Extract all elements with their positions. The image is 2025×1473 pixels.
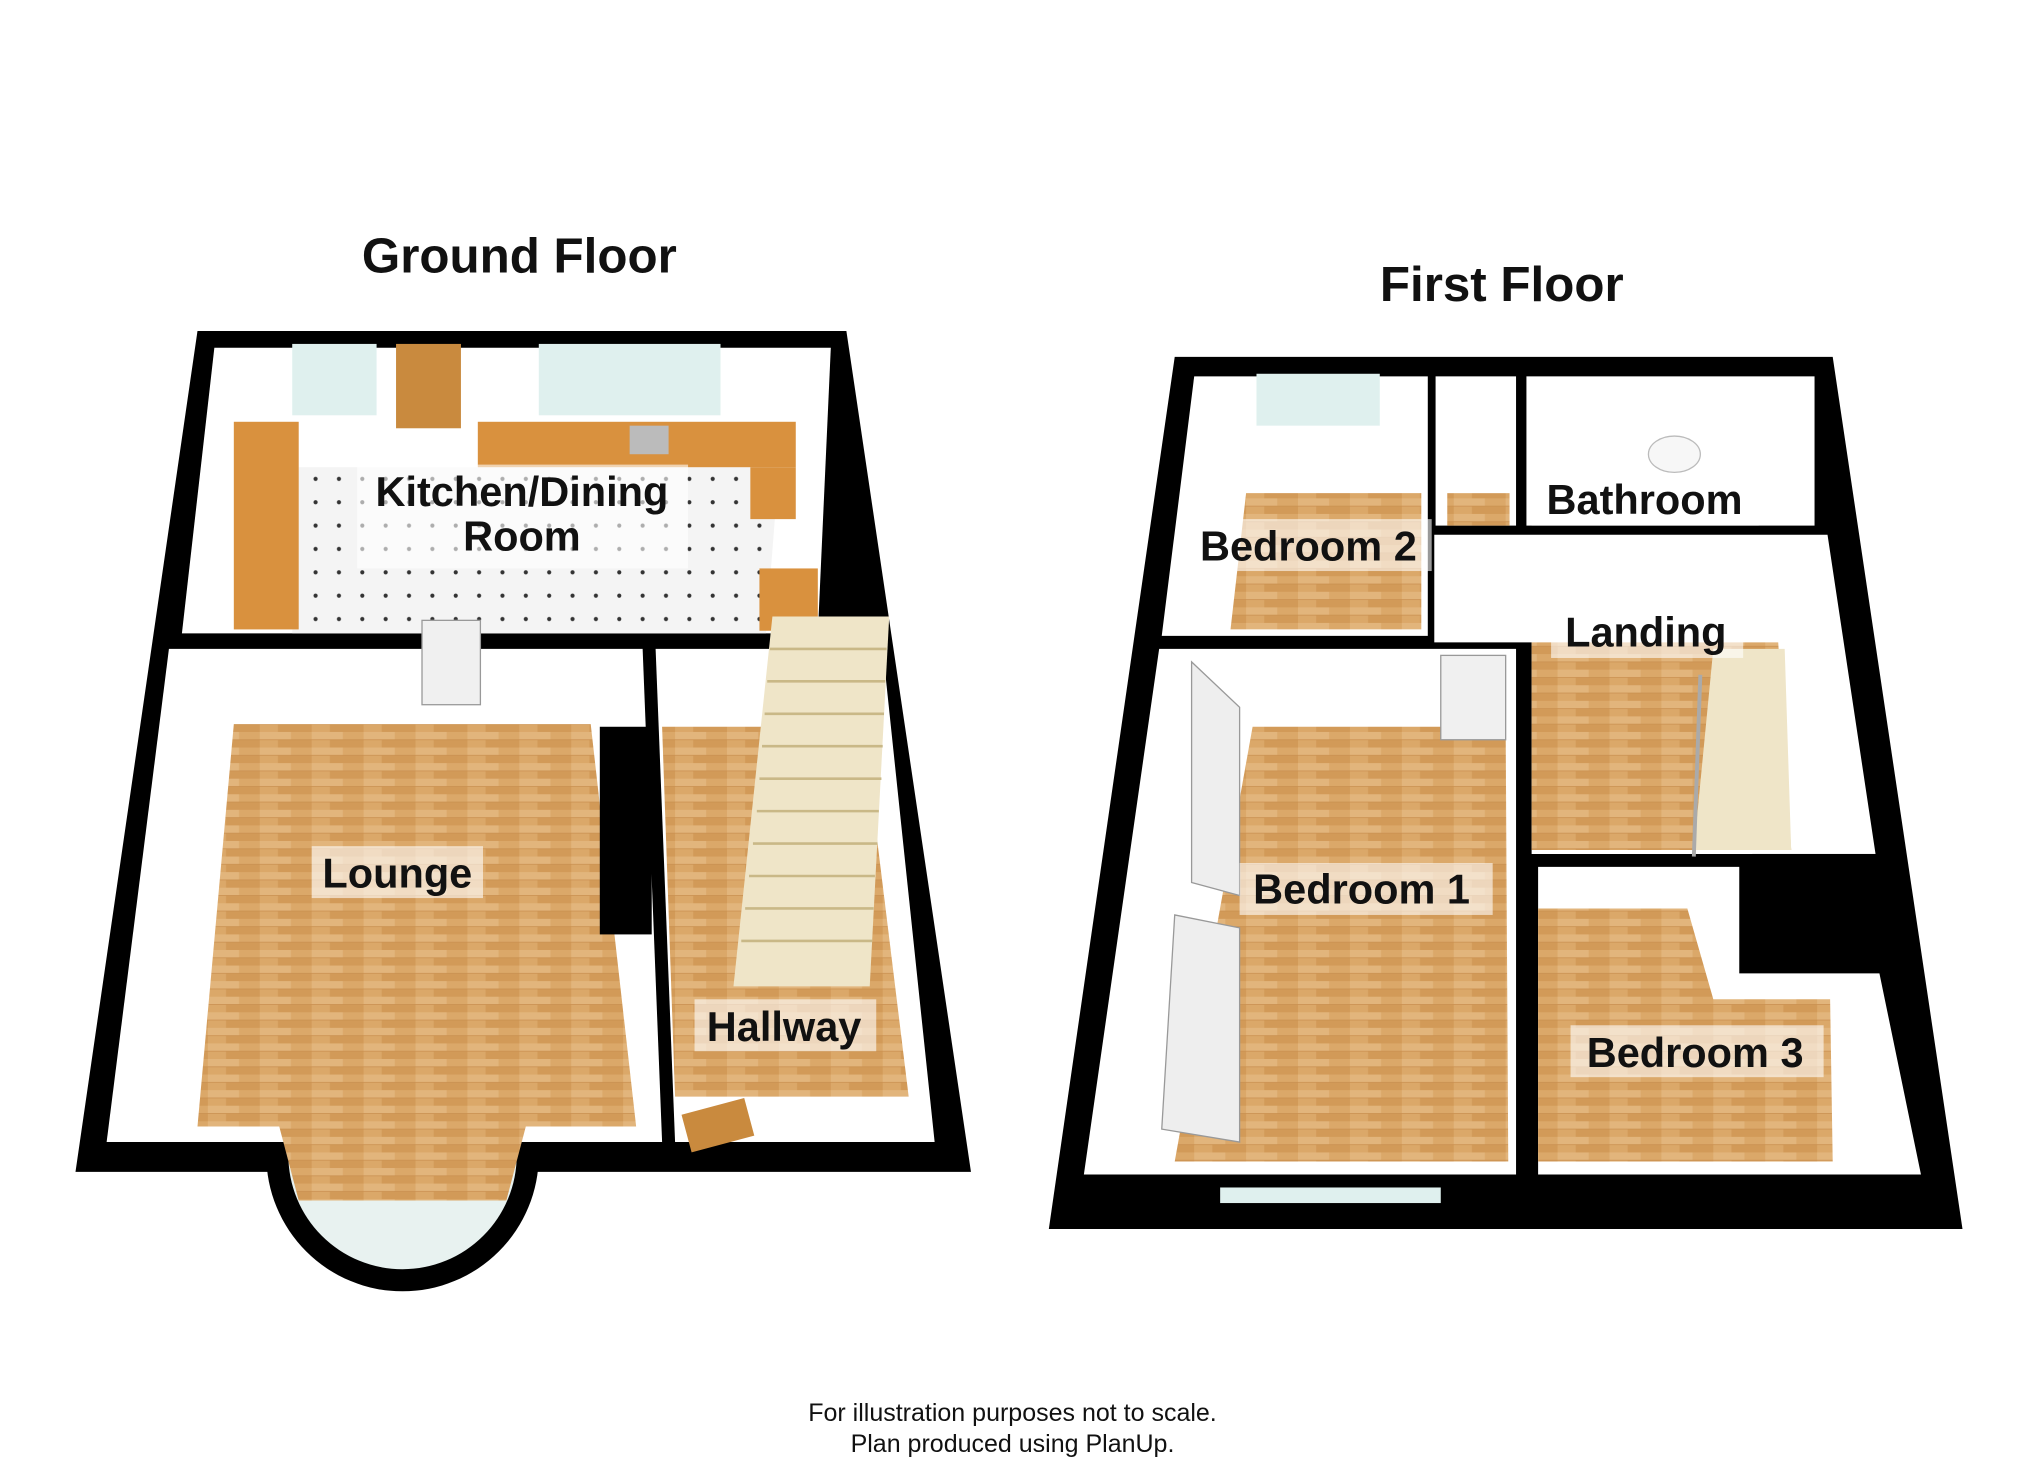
svg-text:Kitchen/Dining: Kitchen/Dining: [375, 468, 668, 515]
bedroom1-door: [1440, 654, 1507, 741]
worktop-left: [233, 421, 299, 630]
first-floor-stairs: [1691, 648, 1792, 857]
label-bathroom: Bathroom: [1531, 473, 1759, 526]
svg-text:Lounge: Lounge: [322, 850, 472, 897]
label-kitchen-dining: Kitchen/Dining Room: [357, 464, 689, 569]
bedroom2-window: [1256, 373, 1380, 426]
svg-text:Bedroom 3: Bedroom 3: [1587, 1029, 1804, 1076]
kitchen-window: [538, 343, 721, 416]
first-floor-plan: [1048, 356, 1963, 1230]
first-floor-title: First Floor: [1380, 257, 1624, 312]
label-bedroom1: Bedroom 1: [1239, 863, 1493, 915]
svg-text:Bedroom 1: Bedroom 1: [1253, 865, 1470, 912]
lounge-door: [421, 619, 482, 706]
footer-line-2: Plan produced using PlanUp.: [850, 1430, 1175, 1458]
label-hallway: Hallway: [694, 999, 877, 1052]
sink: [629, 425, 669, 455]
bay-floor: [279, 1126, 526, 1201]
wardrobe: [1161, 914, 1241, 1143]
washbasin: [1647, 435, 1701, 474]
label-landing: Landing: [1551, 606, 1744, 658]
front-door: [681, 1097, 755, 1153]
svg-text:Bathroom: Bathroom: [1547, 476, 1743, 523]
label-bedroom2: Bedroom 2: [1185, 519, 1432, 572]
footer-line-1: For illustration purposes not to scale.: [808, 1399, 1217, 1427]
lounge-floor: [197, 724, 637, 1127]
svg-text:Bedroom 2: Bedroom 2: [1200, 523, 1417, 570]
label-bedroom3: Bedroom 3: [1570, 1025, 1824, 1078]
worktop-right: [750, 467, 796, 520]
kitchen-window: [292, 343, 377, 416]
svg-text:Landing: Landing: [1565, 608, 1726, 655]
bedroom1-floor: [1174, 726, 1509, 1162]
chimney-breast: [599, 726, 652, 935]
bedroom1-window: [1220, 1187, 1441, 1204]
footer-note: For illustration purposes not to scale. …: [0, 1398, 2025, 1460]
bulkhead: [1752, 853, 1880, 974]
staircase: [733, 616, 890, 987]
label-lounge: Lounge: [311, 846, 483, 899]
ground-floor-title: Ground Floor: [362, 229, 677, 284]
svg-text:Hallway: Hallway: [707, 1003, 862, 1050]
svg-text:Room: Room: [463, 512, 581, 559]
back-door: [396, 343, 461, 429]
